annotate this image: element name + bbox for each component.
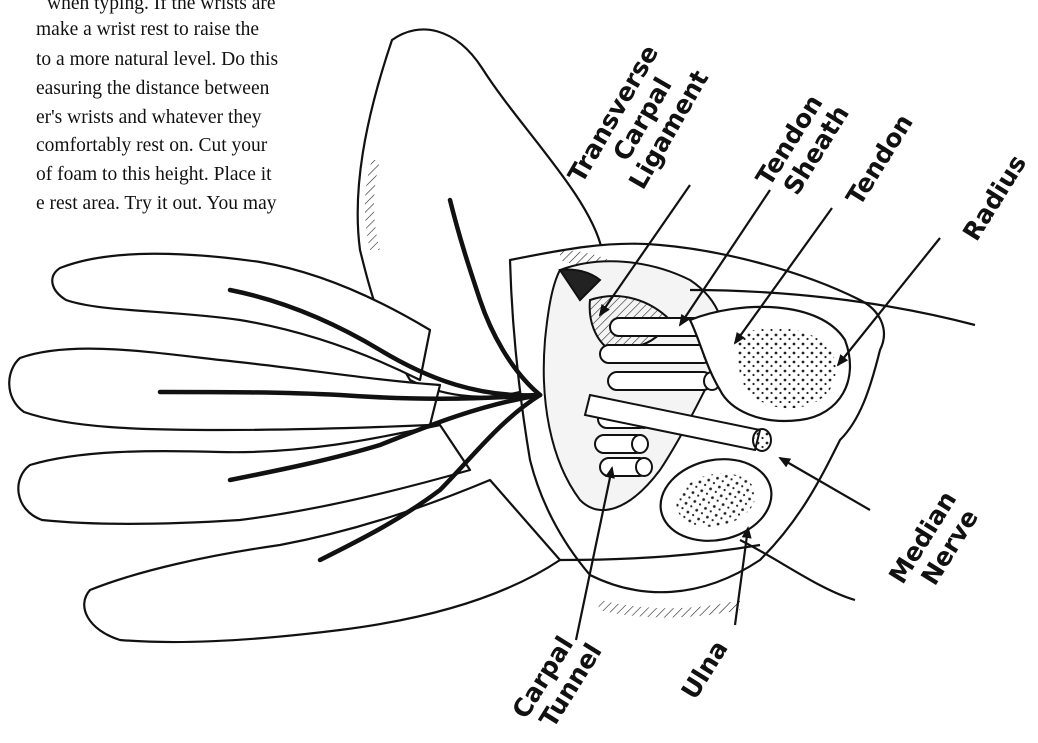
label-tendon: Tendon	[840, 109, 918, 210]
label-ulna: Ulna	[675, 635, 733, 704]
label-line: Radius	[957, 150, 1032, 246]
label-transverse-carpal-ligament: Transverse Carpal Ligament	[562, 37, 714, 215]
label-line: Ulna	[675, 635, 733, 704]
label-tendon-sheath: Tendon Sheath	[750, 85, 855, 205]
label-carpal-tunnel: Carpal Tunnel	[506, 623, 607, 738]
label-radius: Radius	[957, 150, 1032, 246]
label-line: Tendon	[840, 109, 918, 210]
label-median-nerve: Median Nerve	[883, 486, 986, 604]
